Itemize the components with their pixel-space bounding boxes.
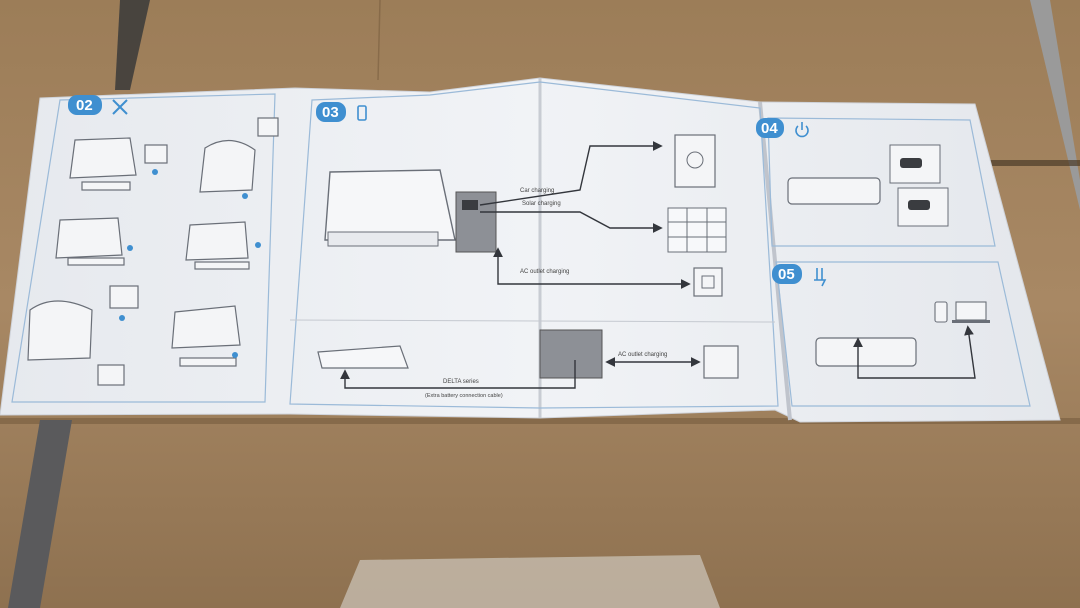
step-badge-02 xyxy=(68,95,102,115)
step-badge-05 xyxy=(772,264,802,284)
manual-sheet xyxy=(0,77,1061,423)
tools-icon xyxy=(112,99,128,115)
step-badge-04 xyxy=(756,118,784,138)
metal-rail-left xyxy=(8,420,72,608)
wall-outlet-illustration-2 xyxy=(703,345,739,379)
wall-outlet-illustration xyxy=(693,267,723,297)
step-badge-03 xyxy=(316,102,346,122)
cardboard-seam-right xyxy=(985,160,1080,166)
connection-cables xyxy=(479,141,691,289)
car-socket-illustration xyxy=(674,134,716,188)
delta-series-label: DELTA series xyxy=(443,379,479,385)
panel-04: 04 xyxy=(756,117,996,247)
white-tape-patch xyxy=(340,555,720,608)
extra-battery-cable-label: (Extra battery connection cable) xyxy=(425,393,503,399)
cardboard-crease-left xyxy=(115,0,150,90)
laptop-illustration xyxy=(955,301,987,321)
ac-outlet-charging-label: AC outlet charging xyxy=(520,269,569,275)
step-number-04: 04 xyxy=(761,120,778,137)
car-charging-label: Car charging xyxy=(520,188,554,194)
plug-icon xyxy=(814,268,827,287)
battery-port-panel xyxy=(539,329,603,379)
extra-battery-cable-line xyxy=(340,357,701,389)
power-icon xyxy=(795,122,809,138)
solar-charging-label: Solar charging xyxy=(522,201,561,207)
panel-05: 05 xyxy=(772,261,1031,407)
cardboard-fold-line xyxy=(377,0,381,81)
device-charging-cables xyxy=(853,325,976,379)
extra-battery-illustration xyxy=(324,169,456,241)
phone-illustration xyxy=(934,301,948,323)
power-station-illustration-05 xyxy=(815,337,917,367)
step-number-05: 05 xyxy=(778,266,795,283)
step-number-03: 03 xyxy=(322,104,339,121)
cardboard-seam-bottom xyxy=(0,418,1080,424)
panel-02: 02 xyxy=(11,93,279,403)
solar-panel-illustration xyxy=(667,207,727,253)
step-02-callout-dots xyxy=(119,169,261,358)
delta-series-illustration xyxy=(317,345,409,369)
battery-icon xyxy=(357,105,367,121)
ac-outlet-charging-label-2: AC outlet charging xyxy=(618,352,667,358)
panel-03: 03 Car charging Solar charging AC outlet… xyxy=(289,81,779,409)
panel-03-divider xyxy=(289,319,776,323)
step-02-illustrations xyxy=(27,117,279,386)
extra-battery-base xyxy=(327,231,439,247)
step-number-02: 02 xyxy=(76,97,93,114)
power-station-illustration-04 xyxy=(787,177,881,205)
metal-rail-right xyxy=(1030,0,1080,210)
